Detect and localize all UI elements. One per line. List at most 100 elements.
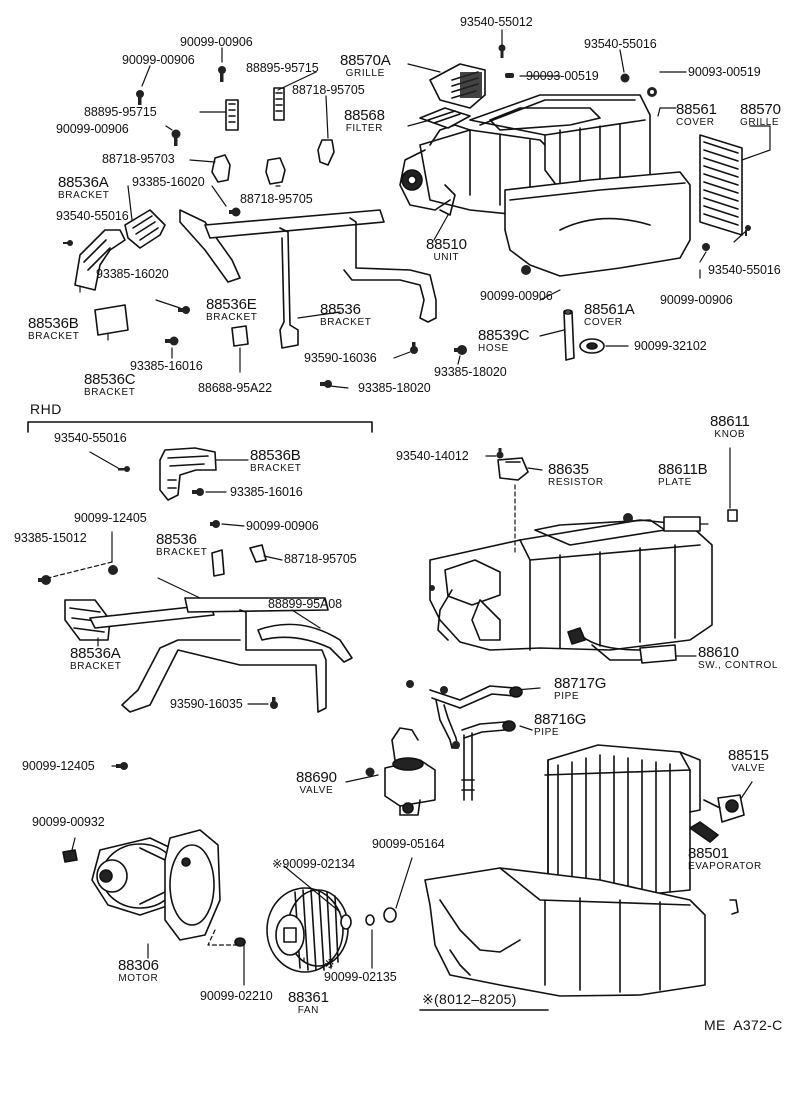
- valve-88515: [689, 794, 745, 843]
- part-name-grille: GRILLE: [740, 117, 780, 128]
- part-number-88561a: 88561A: [584, 301, 635, 318]
- part-name-motor: MOTOR: [118, 973, 159, 984]
- callout-88536a-top: 88536A BRACKET: [58, 175, 109, 201]
- callout-88611: 88611 KNOB: [710, 414, 750, 440]
- callout-88716g: 88716G PIPE: [534, 712, 586, 738]
- rhd-header: RHD: [30, 401, 62, 417]
- label-88895-95715-a: 88895-95715: [246, 61, 319, 75]
- part-number-88690: 88690: [296, 769, 337, 786]
- label-93385-16020-a: 93385-16020: [132, 175, 205, 189]
- label-90099-05164: 90099-05164: [372, 837, 445, 851]
- label-93540-55016-a: 93540-55016: [584, 37, 657, 51]
- valve-88690: [384, 727, 436, 816]
- top-brackets: [74, 87, 335, 347]
- fan-88361: [266, 887, 349, 973]
- label-88718-95705-a: 88718-95705: [292, 83, 365, 97]
- callout-88568: 88568 FILTER: [344, 108, 385, 134]
- part-name-cover: COVER: [676, 117, 715, 128]
- part-name-valve: VALVE: [299, 785, 334, 796]
- callout-88306: 88306 MOTOR: [118, 958, 159, 984]
- label-93540-14012: 93540-14012: [396, 449, 469, 463]
- part-number-88570: 88570: [740, 101, 781, 118]
- label-93540-55016-c: 93540-55016: [708, 263, 781, 277]
- callout-88570a: 88570A GRILLE: [340, 53, 391, 79]
- label-90099-00906-a: 90099-00906: [180, 35, 253, 49]
- part-name-valve-a: VALVE: [731, 763, 766, 774]
- callout-88539c: 88539C HOSE: [478, 327, 530, 354]
- part-name-rhd-bracket-b: BRACKET: [250, 463, 302, 474]
- part-name-bracket-e: BRACKET: [206, 312, 258, 323]
- label-90099-02210: 90099-02210: [200, 989, 273, 1003]
- leader-lines-top: [79, 29, 771, 389]
- pipes-88717g-88716g: [429, 685, 523, 801]
- callout-88611b: 88611B PLATE: [658, 461, 708, 488]
- part-number-88570a: 88570A: [340, 52, 391, 69]
- part-name-evaporator: EVAPORATOR: [688, 861, 762, 872]
- callout-88361: 88361 FAN: [288, 990, 329, 1016]
- part-number-88306: 88306: [118, 957, 159, 974]
- filter-88568: [419, 107, 471, 129]
- label-93385-16020-b: 93385-16020: [96, 267, 169, 281]
- part-number-rhd-88536: 88536: [156, 531, 197, 548]
- part-name-filter: FILTER: [345, 123, 384, 134]
- figure-code: ME A372-C: [704, 1017, 783, 1033]
- part-name-bracket-a: BRACKET: [58, 190, 110, 201]
- part-number-88501: 88501: [688, 845, 729, 862]
- part-name-pipe-b: PIPE: [534, 727, 560, 738]
- label-rhd-90099-00906: 90099-00906: [246, 519, 319, 533]
- lower-leader-lines: [71, 837, 549, 1011]
- part-number-88635: 88635: [548, 461, 589, 478]
- label-rhd-93385-16016: 93385-16016: [230, 485, 303, 499]
- callout-88536b-top: 88536B BRACKET: [28, 316, 79, 342]
- control-parts: [497, 457, 738, 664]
- label-93540-55016-b: 93540-55016: [56, 209, 129, 223]
- callout-88635: 88635 RESISTOR: [548, 462, 604, 488]
- part-name-cover-a: COVER: [584, 317, 623, 328]
- label-93385-18020-b: 93385-18020: [358, 381, 431, 395]
- part-name-knob: KNOB: [714, 429, 746, 440]
- label-90099-00906-c: 90099-00906: [56, 122, 129, 136]
- label-rhd-88899-95a08: 88899-95A08: [268, 597, 342, 611]
- part-number-88515: 88515: [728, 747, 769, 764]
- part-number-88716g: 88716G: [534, 711, 587, 728]
- part-number-88536c: 88536C: [84, 371, 136, 388]
- callout-88536-top: 88536 BRACKET: [320, 302, 371, 328]
- part-number-rhd-88536b: 88536B: [250, 447, 301, 464]
- callout-88501: 88501 EVAPORATOR: [688, 846, 762, 872]
- label-88895-95715-b: 88895-95715: [84, 105, 157, 119]
- part-number-88536b: 88536B: [28, 315, 79, 332]
- label-88688-95a22: 88688-95A22: [198, 381, 272, 395]
- grille-88570a: [429, 63, 486, 109]
- part-number-88539c: 88539C: [478, 327, 530, 344]
- label-90099-00932: 90099-00932: [32, 815, 105, 829]
- hose-88539c: [563, 309, 605, 361]
- part-number-88561: 88561: [676, 101, 717, 118]
- part-name-resistor: RESISTOR: [548, 477, 604, 488]
- part-number-88536: 88536: [320, 301, 361, 318]
- label-90099-32102: 90099-32102: [634, 339, 707, 353]
- callout-88510: 88510 UNIT: [426, 237, 467, 263]
- label-rhd-93590-16035: 93590-16035: [170, 697, 243, 711]
- part-name-bracket: BRACKET: [320, 317, 372, 328]
- part-name-unit: UNIT: [433, 252, 460, 263]
- rhd-leader-lines: [47, 451, 321, 767]
- callout-rhd-88536b: 88536B BRACKET: [250, 448, 301, 474]
- callout-88690: 88690 VALVE: [296, 770, 337, 796]
- part-number-88611b: 88611B: [658, 461, 708, 478]
- label-93385-18020-a: 93385-18020: [434, 365, 507, 379]
- part-name-fan: FAN: [297, 1005, 319, 1016]
- callout-rhd-88536: 88536 BRACKET: [156, 532, 207, 558]
- label-88718-95703: 88718-95703: [102, 152, 175, 166]
- part-number-88568: 88568: [344, 107, 385, 124]
- part-name-bracket-c: BRACKET: [84, 387, 136, 398]
- part-number-88536a: 88536A: [58, 174, 109, 191]
- motor-88306: [62, 829, 221, 941]
- callout-88515: 88515 VALVE: [728, 748, 769, 774]
- right-hardware: [365, 448, 633, 777]
- label-90099-02135: ※ 90099-02135: [324, 957, 397, 985]
- label-90099-00906-d: 90099-00906: [480, 289, 553, 303]
- label-90099-00906-b: 90099-00906: [122, 53, 195, 67]
- top-hardware: [63, 44, 751, 388]
